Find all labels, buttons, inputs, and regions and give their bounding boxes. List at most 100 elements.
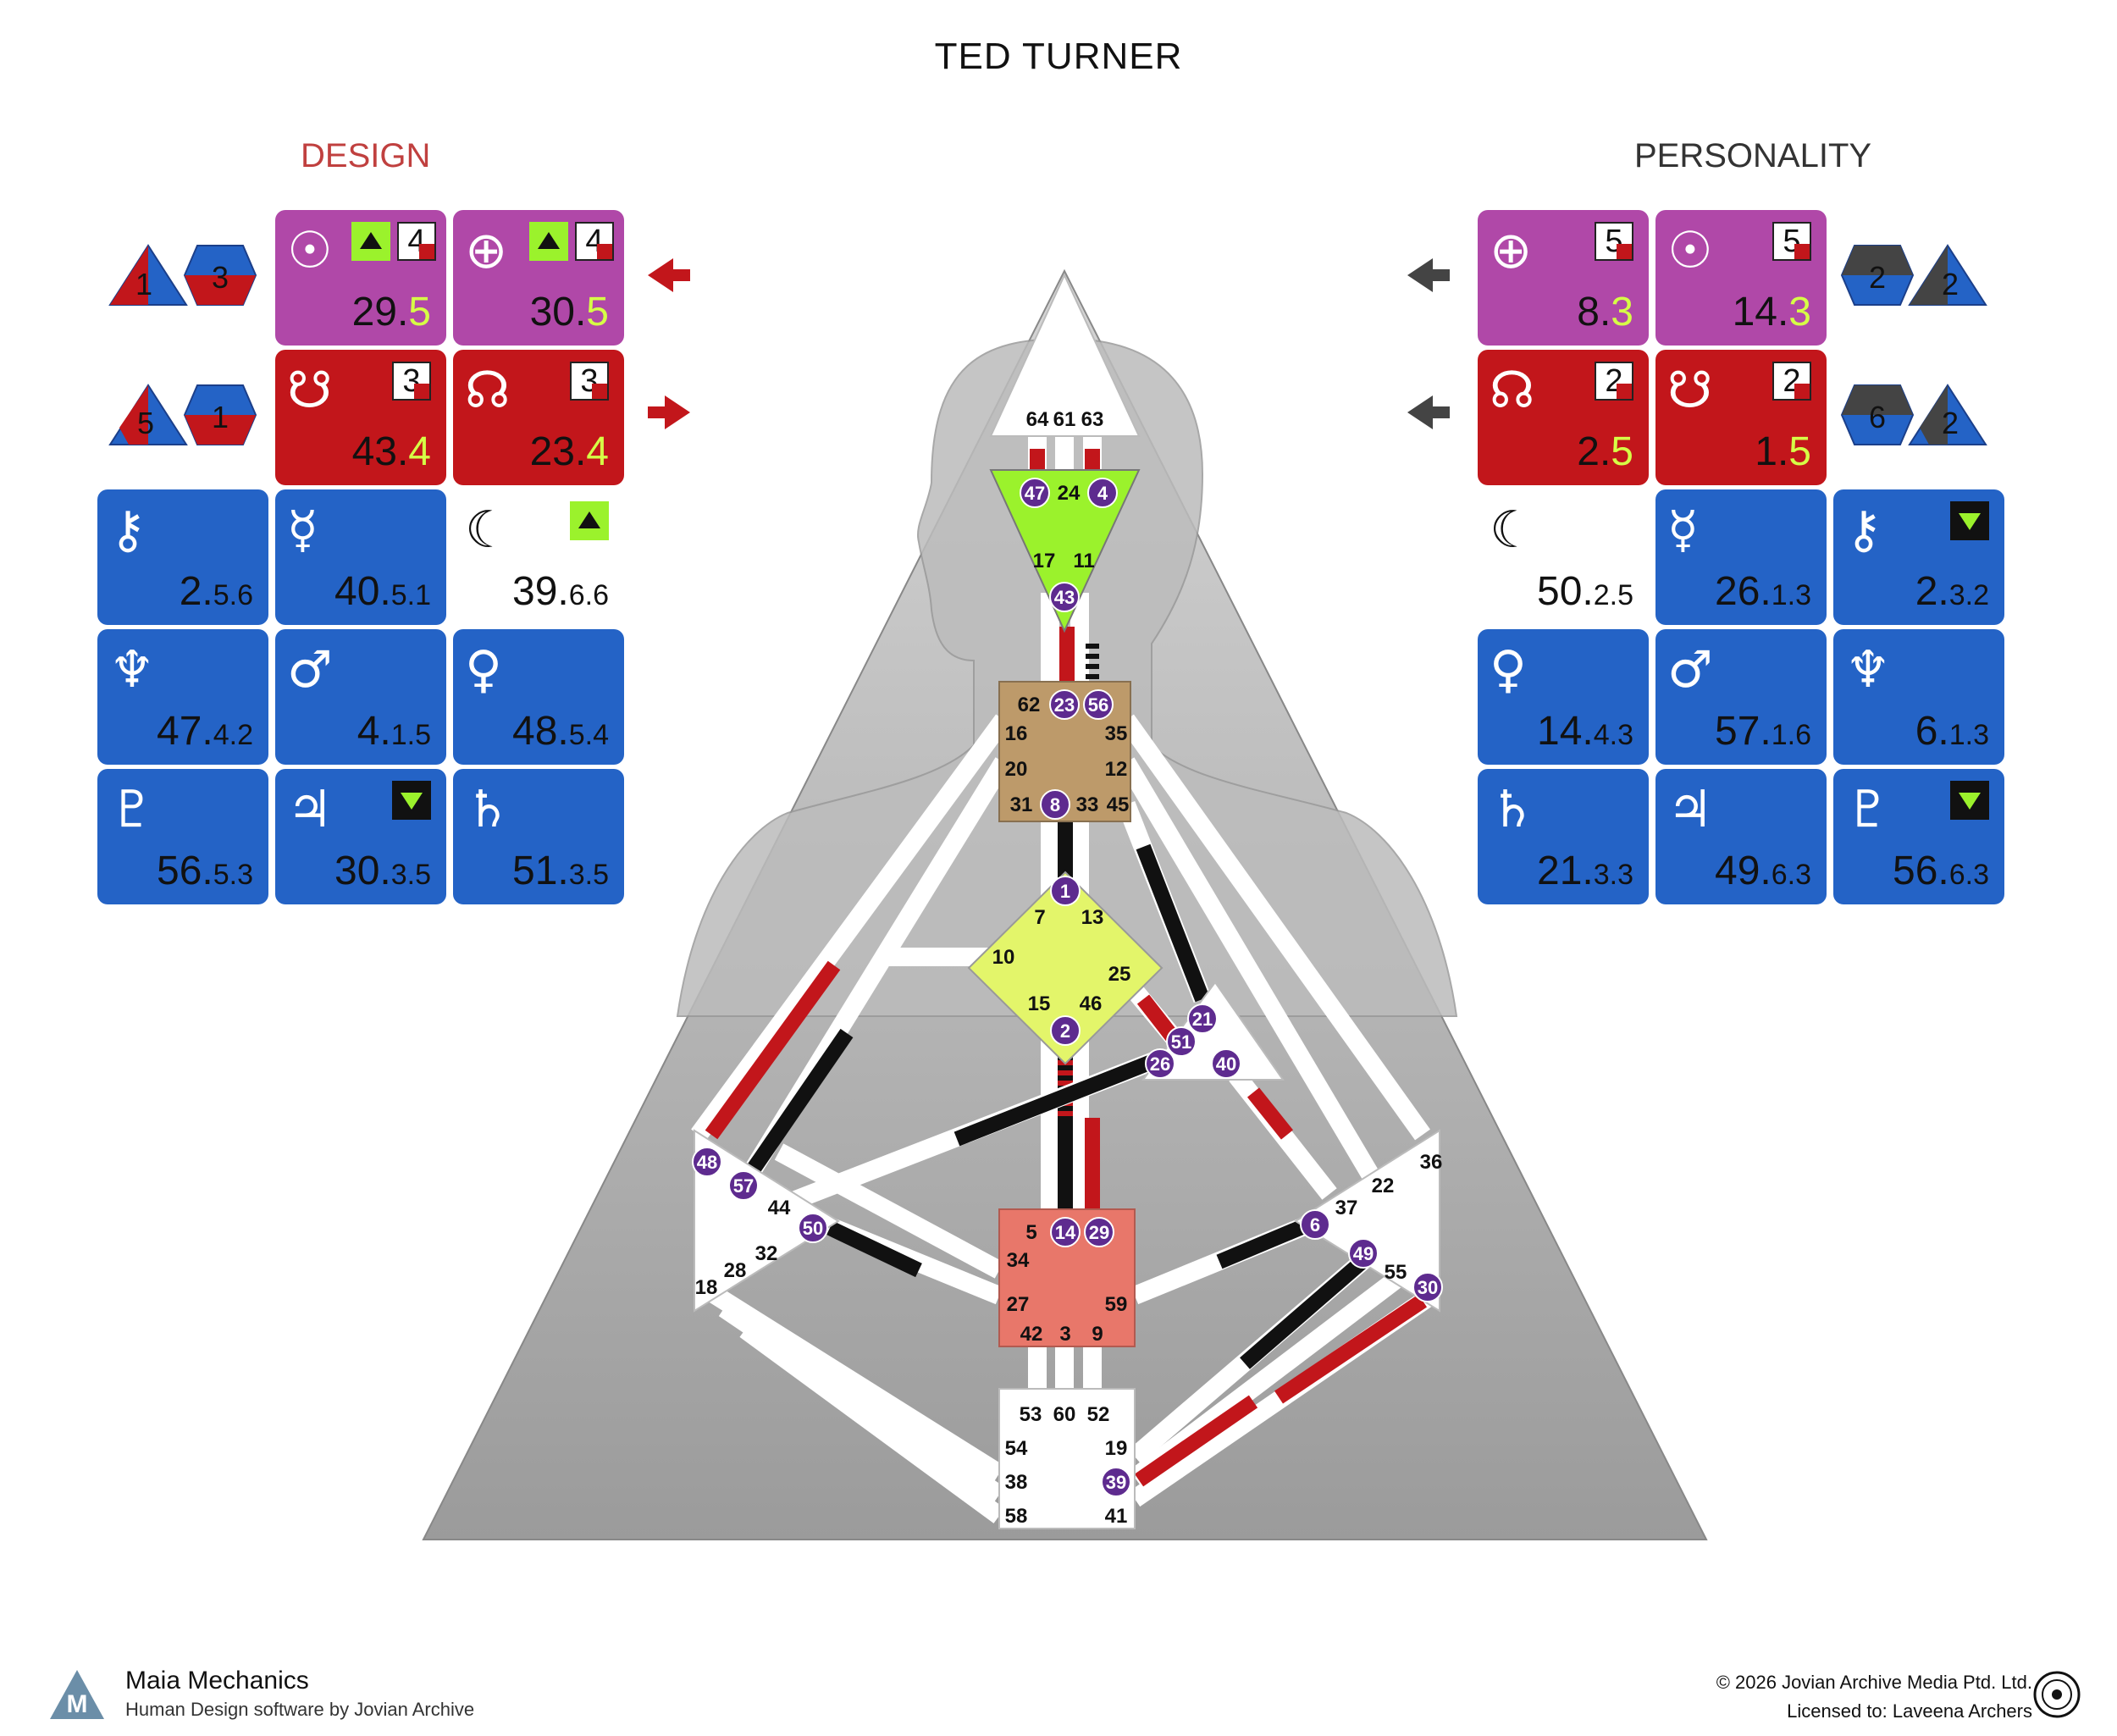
gate-23: 23 bbox=[1049, 689, 1080, 720]
design-variable-bottom-1: 5 bbox=[137, 406, 154, 440]
gate-number-label: 51 bbox=[1171, 1031, 1191, 1053]
gate-37: 37 bbox=[1335, 1197, 1358, 1219]
channels bbox=[691, 406, 1437, 1523]
gate-50: 50 bbox=[798, 1213, 828, 1243]
gate-64: 64 bbox=[1026, 408, 1049, 431]
line-color-tone: 4.3 bbox=[1593, 719, 1633, 751]
venus-icon: ♀ bbox=[465, 640, 502, 699]
gate-number-label: 38 bbox=[1005, 1471, 1028, 1494]
gate-value: 49.6.3 bbox=[1715, 848, 1811, 894]
gate-number: 14. bbox=[1732, 290, 1789, 334]
gate-number: 57. bbox=[1715, 709, 1772, 754]
line-color-marker bbox=[1794, 384, 1810, 399]
gate-number: 26. bbox=[1715, 569, 1772, 614]
gate-number-label: 10 bbox=[992, 946, 1015, 969]
personality-card-mercury: ☿26.1.3 bbox=[1655, 489, 1827, 625]
line-color-tone: 1.3 bbox=[1948, 719, 1989, 751]
gate-43: 43 bbox=[1049, 582, 1080, 612]
gate-47: 47 bbox=[1020, 478, 1050, 508]
gate-number-label: 9 bbox=[1092, 1323, 1103, 1346]
gate-number-label: 40 bbox=[1216, 1053, 1236, 1075]
gate-number-label: 45 bbox=[1107, 793, 1130, 816]
gate-number-label: 64 bbox=[1026, 408, 1049, 431]
gate-value: 21.3.3 bbox=[1537, 848, 1633, 894]
neptune-icon: ♆ bbox=[1845, 640, 1891, 699]
gate-number-label: 28 bbox=[724, 1259, 747, 1282]
line-highlight: 5 bbox=[586, 290, 609, 334]
line-color-marker bbox=[1617, 244, 1632, 259]
gate-number: 48. bbox=[512, 709, 569, 754]
design-card-venus: ♀48.5.4 bbox=[453, 629, 624, 765]
saturn-icon: ♄ bbox=[1490, 780, 1535, 839]
pluto-icon: ♇ bbox=[1845, 780, 1891, 839]
chart-title: TED TURNER bbox=[934, 36, 1183, 77]
gate-number-label: 27 bbox=[1007, 1293, 1030, 1316]
gate-number: 51. bbox=[512, 849, 569, 893]
gate-44: 44 bbox=[768, 1197, 791, 1219]
gate-number-label: 44 bbox=[768, 1197, 791, 1219]
gate-number-label: 52 bbox=[1087, 1403, 1110, 1426]
gate-41: 41 bbox=[1105, 1505, 1128, 1528]
gate-number: 2. bbox=[1915, 569, 1949, 614]
gate-number-label: 22 bbox=[1372, 1175, 1395, 1197]
gate-7: 7 bbox=[1034, 906, 1045, 929]
gate-29: 29 bbox=[1084, 1217, 1114, 1247]
design-card-mercury: ☿40.5.1 bbox=[275, 489, 446, 625]
gate-number: 56. bbox=[157, 849, 213, 893]
line-number: 5 bbox=[1772, 222, 1811, 261]
line-color-tone: 3.5 bbox=[568, 859, 609, 891]
gate-value: 57.1.6 bbox=[1715, 708, 1811, 755]
gate-number-label: 20 bbox=[1005, 758, 1028, 781]
gate-value: 51.3.5 bbox=[512, 848, 609, 894]
gate-number-label: 34 bbox=[1007, 1249, 1030, 1272]
gate-number-label: 39 bbox=[1106, 1472, 1126, 1493]
gate-number-label: 13 bbox=[1081, 906, 1104, 929]
personality-card-moon: ☾50.2.5 bbox=[1478, 489, 1649, 625]
gate-1: 1 bbox=[1050, 876, 1081, 906]
gate-number-label: 6 bbox=[1310, 1214, 1320, 1236]
gate-60: 60 bbox=[1053, 1403, 1076, 1426]
gate-number-label: 24 bbox=[1058, 482, 1081, 505]
line-highlight: 4 bbox=[586, 429, 609, 474]
maia-logo-icon: M bbox=[50, 1670, 104, 1719]
gate-number-label: 50 bbox=[803, 1218, 823, 1239]
line-color-tone: 4.2 bbox=[213, 719, 253, 751]
gate-30: 30 bbox=[1412, 1272, 1443, 1302]
gate-61: 61 bbox=[1053, 408, 1076, 431]
chiron-icon: ⚷ bbox=[1845, 500, 1882, 560]
personality-variable-top: 2 2 bbox=[1840, 244, 1987, 306]
gate-number-label: 7 bbox=[1034, 906, 1045, 929]
design-card-mars: ♂4.1.5 bbox=[275, 629, 446, 765]
gate-number-label: 5 bbox=[1025, 1221, 1036, 1244]
gate-number-label: 61 bbox=[1053, 408, 1076, 431]
line-color-marker bbox=[592, 384, 607, 399]
gate-26: 26 bbox=[1145, 1048, 1175, 1079]
gate-40: 40 bbox=[1211, 1048, 1241, 1079]
line-number: 3 bbox=[392, 362, 431, 401]
north-node-icon: ☊ bbox=[1490, 361, 1535, 420]
line-color-tone: 6.3 bbox=[1948, 859, 1989, 891]
spleen-center bbox=[694, 1129, 840, 1313]
south-node-icon: ☋ bbox=[287, 361, 333, 420]
line-highlight: 5 bbox=[408, 290, 431, 334]
gate-12: 12 bbox=[1105, 758, 1128, 781]
line-number: 5 bbox=[1595, 222, 1633, 261]
root-center bbox=[998, 1388, 1136, 1529]
gate-number: 1. bbox=[1755, 429, 1789, 474]
line-color-tone: 5.6 bbox=[213, 579, 253, 611]
gate-number: 2. bbox=[1577, 429, 1611, 474]
design-variable-top-2: 3 bbox=[212, 260, 229, 295]
gate-number-label: 49 bbox=[1353, 1243, 1374, 1264]
gate-value: 56.6.3 bbox=[1893, 848, 1989, 894]
gate-number-label: 1 bbox=[1060, 881, 1070, 902]
design-arrow-right-icon bbox=[648, 395, 690, 429]
design-arrow-left-icon bbox=[648, 258, 690, 292]
gate-33: 33 bbox=[1076, 793, 1099, 816]
gate-number-label: 14 bbox=[1055, 1222, 1076, 1243]
north-node-icon: ☊ bbox=[465, 361, 511, 420]
sun-icon: ☉ bbox=[1667, 221, 1713, 280]
personality-card-neptune: ♆6.1.3 bbox=[1833, 629, 2004, 765]
line-color-marker bbox=[597, 244, 612, 259]
